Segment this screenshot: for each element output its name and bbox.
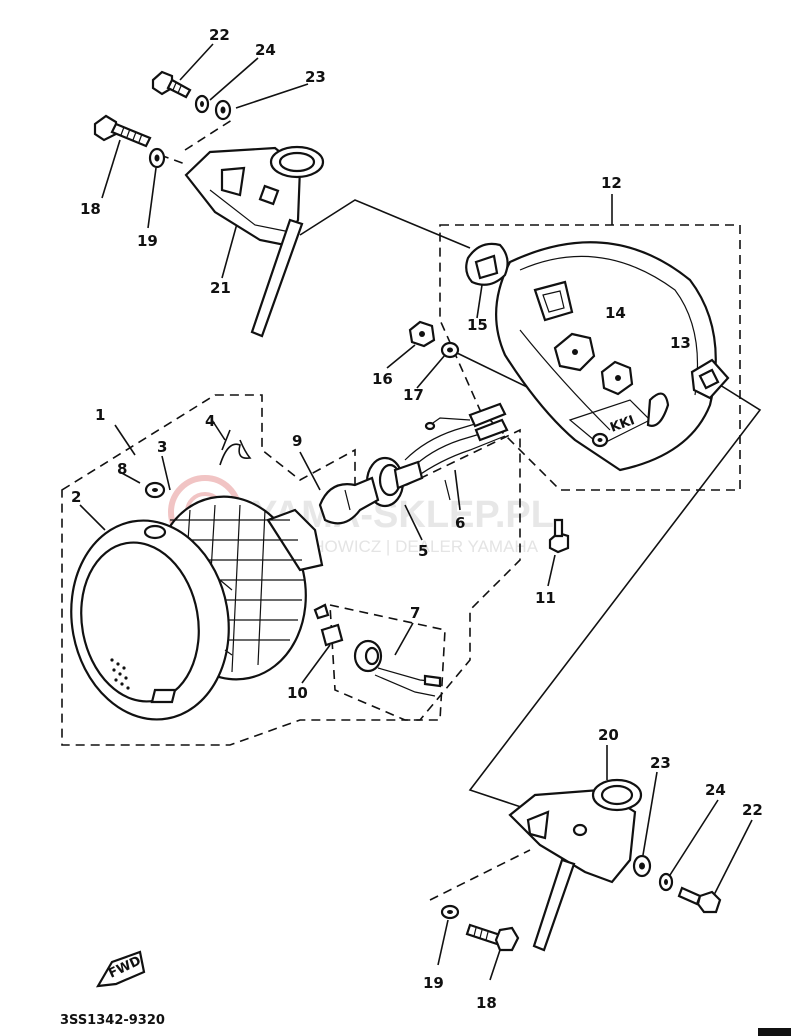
- lockwasher-24-upper: [194, 94, 210, 114]
- label-22-upper: 22: [209, 26, 230, 44]
- group-box-pilot-lamp: [329, 603, 446, 721]
- label-1: 1: [95, 406, 105, 424]
- grommet-13: [600, 360, 634, 396]
- pilot-bulb-10: [313, 603, 344, 647]
- corner-mark: [758, 1028, 791, 1036]
- headlight-shell-12: KKI: [495, 241, 717, 472]
- label-8: 8: [117, 460, 127, 478]
- bolt-18-lower: [465, 923, 520, 952]
- drawing-code: 3SS1342-9320: [60, 1013, 165, 1028]
- label-2: 2: [71, 488, 81, 506]
- label-7: 7: [410, 604, 420, 622]
- nut-16: [408, 320, 436, 348]
- label-5: 5: [418, 542, 428, 560]
- label-17: 17: [403, 386, 424, 404]
- label-10: 10: [287, 684, 308, 702]
- label-23-upper: 23: [305, 68, 326, 86]
- washer-23-upper: [214, 99, 232, 121]
- label-19-lower: 19: [423, 974, 444, 992]
- bolt-11: [548, 518, 570, 554]
- label-16: 16: [372, 370, 393, 388]
- headlight-rim-2: [70, 519, 233, 721]
- fwd-arrow-icon: FWD: [95, 950, 146, 988]
- label-11: 11: [535, 589, 556, 607]
- washer-17: [440, 341, 460, 359]
- bulb-9: [318, 476, 380, 525]
- label-15: 15: [467, 316, 488, 334]
- bolt-18-upper: [93, 114, 152, 148]
- bolt-22-upper: [151, 70, 192, 99]
- wiring-harness-6: [404, 402, 509, 501]
- label-22-lower: 22: [742, 801, 763, 819]
- part-labels: 22 24 23 18 19 21 12 15 14 13 16 17 1 4 …: [71, 26, 763, 1012]
- label-24-lower: 24: [705, 781, 726, 799]
- lockwasher-24-lower: [658, 872, 674, 892]
- bolt-22-lower: [677, 886, 722, 914]
- cable-guide-square: [690, 358, 730, 400]
- grommet-15: [465, 242, 509, 286]
- washer-19-lower: [440, 904, 460, 920]
- label-24-upper: 24: [255, 41, 276, 59]
- label-19-upper: 19: [137, 232, 158, 250]
- label-18-upper: 18: [80, 200, 101, 218]
- label-14: 14: [605, 304, 626, 322]
- washer-23-lower: [632, 854, 652, 878]
- bracket-21: [184, 145, 325, 338]
- group-box-headlight-shell: [439, 224, 741, 491]
- label-21: 21: [210, 279, 231, 297]
- label-3: 3: [157, 438, 167, 456]
- label-12: 12: [601, 174, 622, 192]
- pilot-socket-7: [353, 639, 442, 697]
- label-4: 4: [205, 412, 215, 430]
- bracket-20: [508, 778, 643, 952]
- spring-4: [219, 429, 252, 466]
- label-23-lower: 23: [650, 754, 671, 772]
- label-6: 6: [455, 514, 465, 532]
- watermark-subtitle: CHOWICZ | DEALER YAMAHA: [300, 537, 539, 556]
- label-9: 9: [292, 432, 302, 450]
- label-18-lower: 18: [476, 994, 497, 1012]
- label-13: 13: [670, 334, 691, 352]
- grommet-14: [553, 332, 596, 372]
- label-20: 20: [598, 726, 619, 744]
- washer-19-upper: [148, 147, 166, 169]
- screw-8: [144, 481, 166, 499]
